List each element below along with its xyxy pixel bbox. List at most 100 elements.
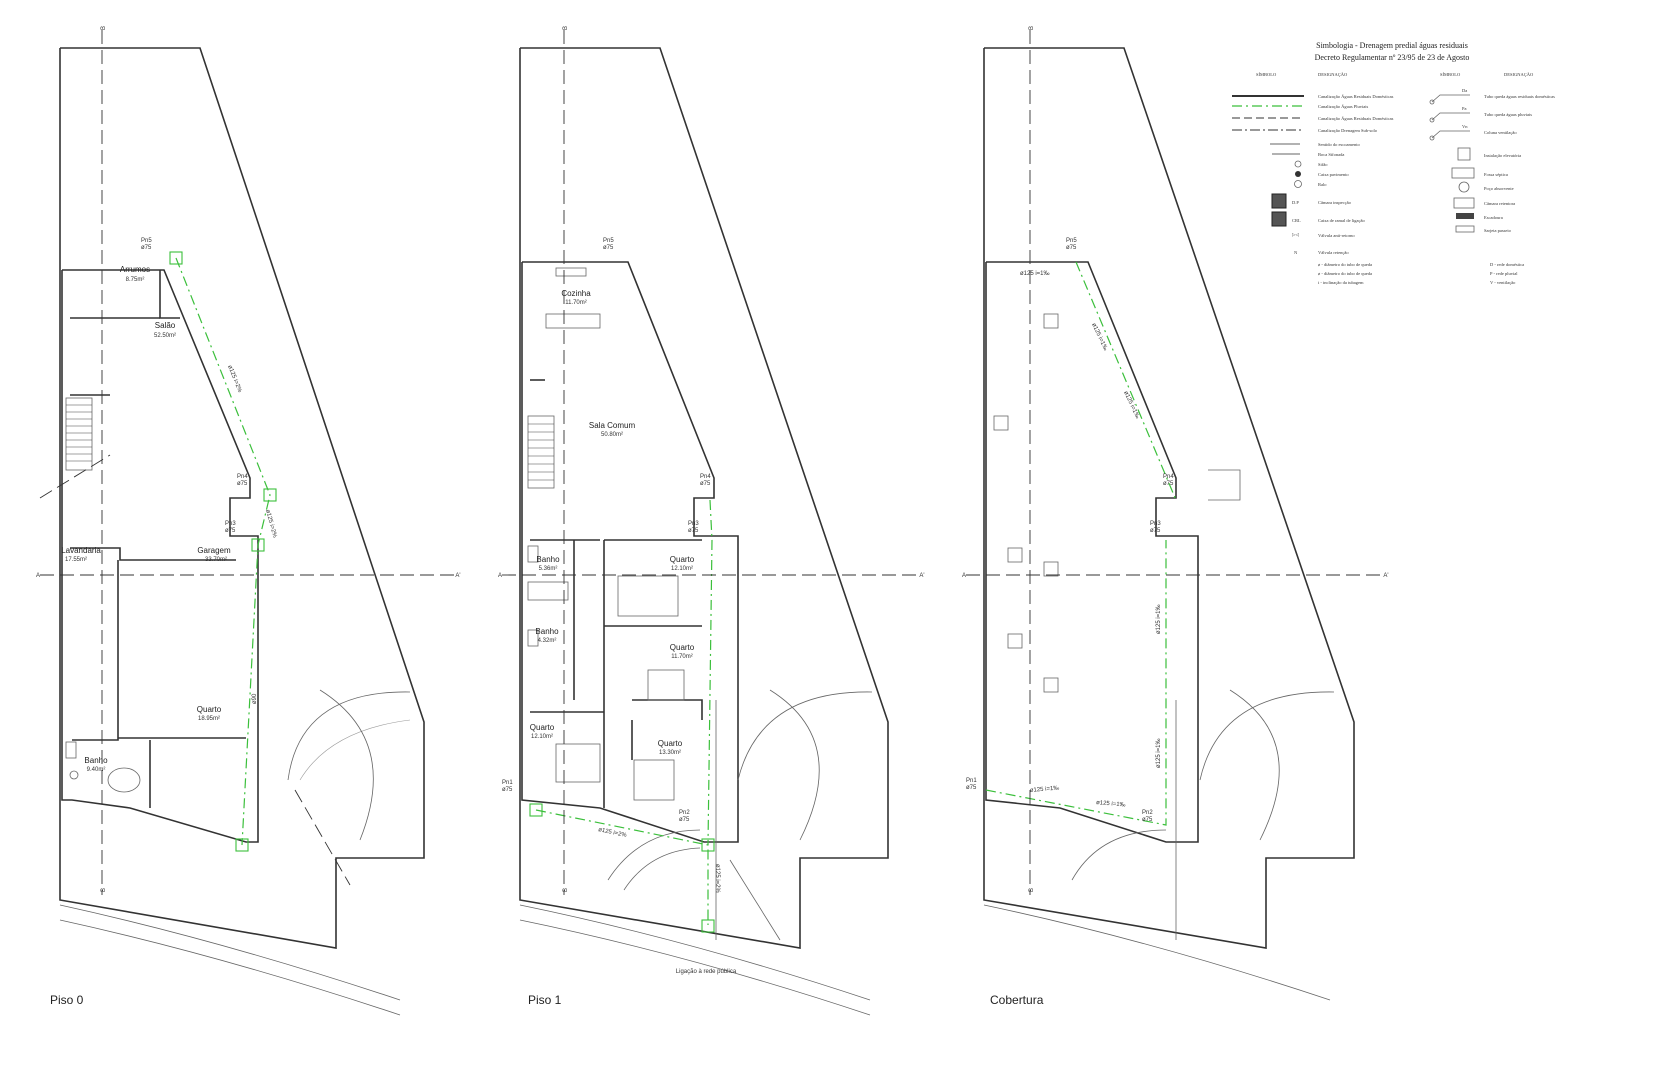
roof-gutter (1075, 261, 1177, 501)
kitchen-island (545, 313, 601, 329)
legend-item: Canalização Águas Residuais Domésticas (1318, 94, 1394, 99)
manhole-icon (263, 488, 277, 502)
legend-abbrev: ø - diâmetro do tubo de queda (1318, 271, 1372, 276)
floor-0-plan: Arrumos 8.75m² Salão 52.50m² Lavandaria … (36, 26, 461, 1016)
plan-title: Piso 0 (50, 993, 84, 1007)
pipe-label: Pn5 (141, 238, 152, 244)
legend-item: Ralo (1318, 182, 1327, 187)
camara-inspeccao-icon (1271, 193, 1287, 209)
room-area: 12.10m² (671, 566, 693, 572)
room-label: Garagem (197, 546, 231, 555)
ramp-curve (1199, 691, 1335, 781)
drain-pipe (707, 499, 713, 846)
pipe-label: ø125 i=1‰ (1020, 271, 1050, 277)
cut-line (294, 789, 351, 886)
room-label: Quarto (530, 723, 555, 732)
manhole-icon (235, 838, 249, 852)
room-area: 50.80m² (601, 432, 623, 438)
street-curve (59, 904, 401, 1001)
legend-symbol-code: Pa (1462, 106, 1467, 111)
pipe-label: ø90 (252, 693, 258, 704)
instalacao-elevatoria-icon (1457, 147, 1471, 161)
ramp-curve (299, 719, 411, 781)
manhole-icon (701, 838, 715, 852)
legend-item: Sarjeta passeio (1484, 228, 1512, 233)
room-label: Banho (535, 627, 559, 636)
room-area: 11.70m² (671, 654, 693, 660)
legend-item: Fossa séptica (1484, 172, 1508, 177)
room-area: 8.75m² (126, 277, 145, 283)
pipe-label: ø125 i=1‰ (1096, 800, 1126, 809)
pipe-label: ø125 i=2% (714, 864, 720, 894)
legend-item: Tubo queda águas pluviais (1484, 112, 1532, 117)
legend-symbol-code: Vn (1462, 124, 1468, 129)
roof-gutter (985, 540, 1167, 826)
manhole-icon (251, 538, 265, 552)
tubo-queda-icon (1431, 94, 1470, 103)
legend-item: Canalização Águas Pluviais (1318, 104, 1368, 109)
section-mark-a: A (962, 573, 966, 579)
legend-abbrev: i - inclinação da tubagem (1318, 280, 1364, 285)
building-outline (521, 261, 739, 843)
cut-line (39, 454, 111, 499)
legend-item: Sentido do escoamento (1318, 142, 1360, 147)
room-area: 9.40m² (87, 767, 106, 773)
room-label: Lavandaria (61, 546, 101, 555)
interior-wall (632, 699, 703, 720)
skylight-icon (1043, 313, 1059, 329)
legend-col-designation: DESIGNAÇÃO (1318, 72, 1348, 77)
roof-plan: Pn5 ø75 ø125 i=1‰ ø125 i=1‰ ø125 i=1‰ Pn… (962, 26, 1389, 1007)
legend-subtitle: Decreto Regulamentar nº 23/95 de 23 de A… (1315, 53, 1470, 62)
section-mark-a: A (36, 573, 40, 579)
connection-note: Ligação à rede pública (676, 969, 737, 975)
pipe-label: Pn3 (225, 521, 236, 527)
room-area: 33.70m² (205, 557, 227, 563)
stairs (527, 415, 555, 489)
room-label: Quarto (670, 643, 695, 652)
legend-item: Poço absorvente (1484, 186, 1514, 191)
valvula-icon: ▷◁ (1292, 232, 1299, 237)
camara-retentora-icon (1453, 197, 1475, 209)
legend-abbrev: D - rede doméstica (1490, 262, 1524, 267)
manhole-icon (169, 251, 183, 265)
pipe-label: Pn3 (1150, 521, 1161, 527)
ramp-curve (287, 691, 411, 781)
ramp-curve (1071, 829, 1167, 881)
legend-item: Canalização Drenagem Sub-solo (1318, 128, 1378, 133)
legend-item: Boca Sifonada (1318, 152, 1344, 157)
ramp-curve (319, 689, 374, 841)
bathtub-icon (107, 767, 141, 793)
sifao-icon (1294, 160, 1302, 168)
legend-symbol-code: D.P (1292, 200, 1299, 205)
plan-title: Piso 1 (528, 993, 562, 1007)
room-area: 12.10m² (531, 734, 553, 740)
pipe-label: ø75 (502, 787, 513, 793)
section-mark-b: B (563, 888, 569, 892)
caixa-ramal-icon (1271, 211, 1287, 227)
pipe-label: ø75 (1142, 817, 1153, 823)
toilet-icon (65, 741, 77, 759)
section-mark-b: B (101, 26, 107, 30)
room-area: 13.30m² (659, 750, 681, 756)
pipe-label: Pn3 (688, 521, 699, 527)
legend-item: Coluna ventilação (1484, 130, 1517, 135)
legend-item: Sifão (1318, 162, 1328, 167)
pipe-label: Pn5 (603, 238, 614, 244)
ramp-curve (1229, 689, 1280, 841)
legend-item: Câmara inspecção (1318, 200, 1352, 205)
legend-col-designation: DESIGNAÇÃO (1504, 72, 1534, 77)
legend-item: Válvula retenção (1318, 250, 1349, 255)
room-area: 18.95m² (198, 716, 220, 722)
kitchen-sink-icon (555, 267, 587, 277)
section-mark-a-prime: A' (455, 573, 460, 579)
legend-item: Válvula anti-retorno (1318, 233, 1355, 238)
street-curve (59, 919, 401, 1016)
interior-wall (72, 560, 119, 741)
pipe-label: ø125 i=2% (598, 827, 628, 839)
pipe-label: ø125 i=1‰ (1030, 785, 1060, 794)
legend-item: Tubo queda águas residuais domésticas (1484, 94, 1555, 99)
ramp-curve (737, 691, 873, 781)
toilet-icon (527, 545, 539, 563)
stairs (65, 397, 93, 471)
